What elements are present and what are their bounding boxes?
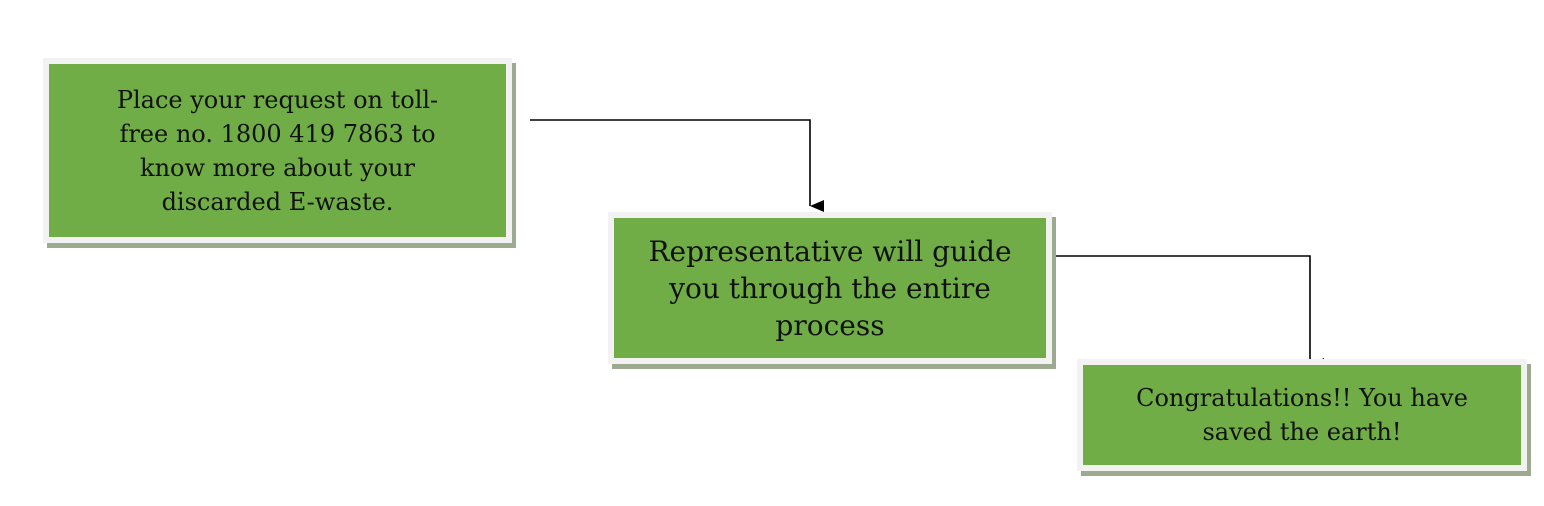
step-box-representative: Representative will guide you through th… [608,212,1052,364]
step-text-representative: Representative will guide you through th… [648,234,1012,342]
connector-step1-to-step2 [530,119,824,212]
step-text-congratulations: Congratulations!! You have saved the ear… [1136,384,1468,446]
step-text-place-request: Place your request on toll- free no. 180… [116,85,439,216]
connector-step2-to-step3 [1048,255,1324,370]
step-box-congratulations: Congratulations!! You have saved the ear… [1077,359,1527,471]
step-box-place-request: Place your request on toll- free no. 180… [43,58,512,243]
